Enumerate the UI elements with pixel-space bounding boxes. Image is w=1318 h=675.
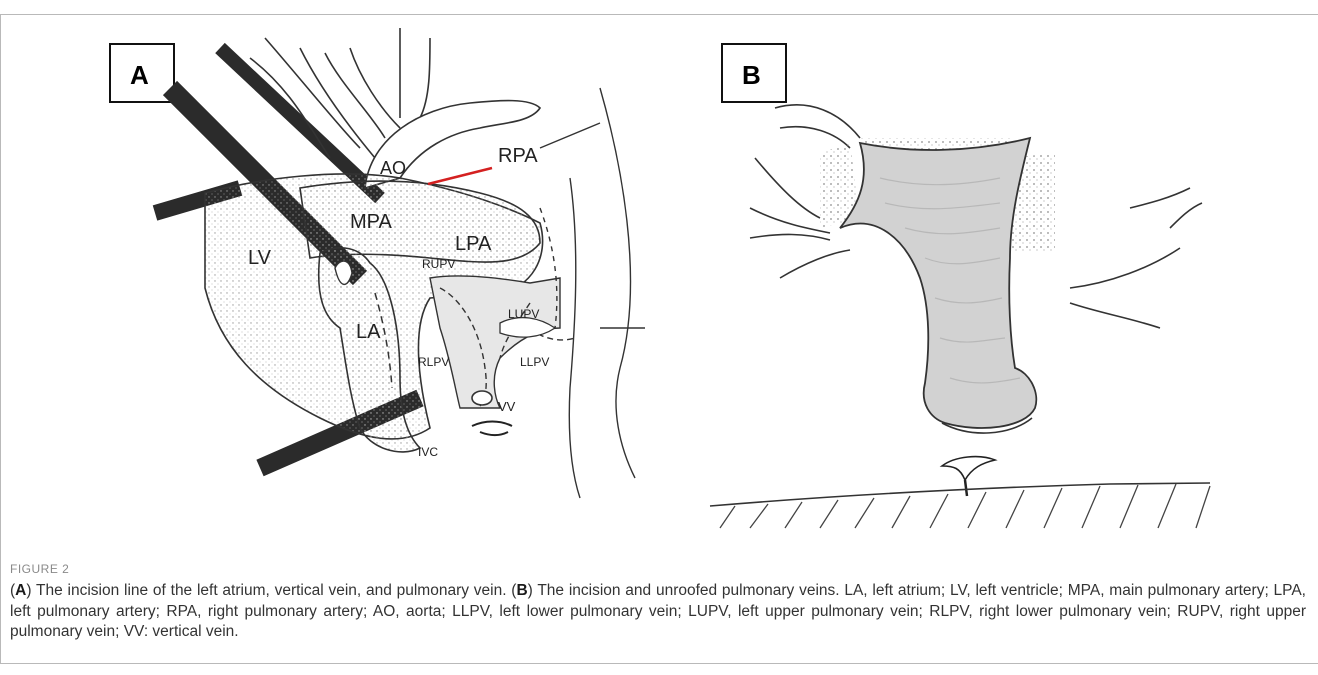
figure-illustration: A AO RPA MPA LPA LV	[100, 28, 1240, 508]
panel-a-drawing: A AO RPA MPA LPA LV	[100, 28, 660, 508]
label-ao: AO	[380, 158, 406, 178]
figure-caption: (A) The incision line of the left atrium…	[10, 581, 1306, 643]
label-rpa: RPA	[498, 145, 538, 167]
caption-seg-3: B	[516, 582, 527, 599]
label-la: LA	[356, 321, 381, 343]
label-llpv: LLPV	[520, 355, 549, 369]
label-lupv: LUPV	[508, 307, 539, 321]
panel-b-letter: B	[742, 60, 761, 90]
caption-seg-2: ) The incision line of the left atrium, …	[26, 582, 516, 599]
label-rlpv: RLPV	[418, 355, 449, 369]
label-ivc: IVC	[418, 445, 438, 459]
label-lv: LV	[248, 247, 272, 269]
figure-label: FIGURE 2	[10, 562, 69, 576]
diaphragm-line	[710, 483, 1210, 506]
label-mpa: MPA	[350, 211, 393, 233]
panel-b-drawing: B	[710, 28, 1270, 508]
unroofed-chamber	[840, 138, 1036, 428]
panel-a-letter: A	[130, 60, 149, 90]
label-lpa: LPA	[455, 233, 492, 255]
label-rupv: RUPV	[422, 257, 455, 271]
caption-seg-1: A	[15, 582, 26, 599]
vertical-vein-stump	[942, 457, 995, 480]
label-vv: VV	[498, 399, 516, 414]
rpa-incision-line	[428, 168, 492, 184]
